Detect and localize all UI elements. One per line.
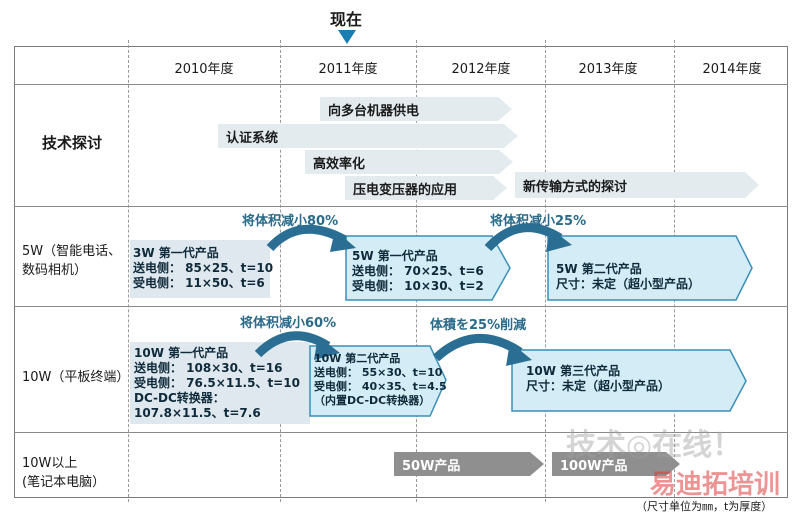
box-10w-gen2-note: （内置DC-DC转换器） bbox=[314, 394, 431, 407]
now-label: 现在 bbox=[329, 10, 362, 29]
row-label-10w-plus-line2: (笔记本电脑） bbox=[22, 475, 106, 490]
box-10w-gen3-text: 10W 第三代产品 尺寸：未定（超小型产品） bbox=[526, 364, 670, 394]
box-10w-gen3-title: 10W 第三代产品 bbox=[526, 364, 621, 378]
box-5w-gen1-rx: 受电侧： 11×50、t=6 bbox=[133, 276, 265, 290]
row-divider bbox=[14, 206, 788, 207]
box-10w-gen2-rx: 受电侧： 40×35、t=4.5 bbox=[314, 380, 447, 393]
box-10w-gen1 bbox=[130, 342, 310, 424]
box-10w-gen3 bbox=[511, 349, 747, 412]
arrow-50w-product: 50W产品 bbox=[394, 452, 544, 476]
box-5w-gen1b-text: 5W 第一代产品 送电侧： 70×25、t=6 受电侧： 10×30、t=2 bbox=[352, 249, 484, 294]
arrow-100w-product: 100W产品 bbox=[552, 452, 680, 476]
row-label-10w-plus-line1: 10W以上 bbox=[22, 456, 78, 471]
curve-arrowhead-5w-2 bbox=[546, 228, 572, 252]
box-10w-gen3-size: 尺寸：未定（超小型产品） bbox=[526, 379, 671, 393]
column-divider bbox=[128, 40, 129, 502]
row-label-10w-plus: 10W以上 (笔记本电脑） bbox=[22, 454, 105, 492]
box-10w-gen1-title: 10W 第一代产品 bbox=[134, 346, 229, 360]
reduce-5w-80: 将体积减小80% bbox=[242, 214, 339, 229]
box-10w-gen1-text: 10W 第一代产品 送电侧： 108×30、t=16 受电侧： 76.5×11.… bbox=[134, 346, 300, 421]
box-10w-gen2 bbox=[309, 345, 447, 417]
reduce-10w-25: 体積を25%削減 bbox=[430, 318, 527, 333]
row-label-5w-line1: 5W（智能电话、 bbox=[22, 244, 122, 259]
box-10w-gen1-dc: DC-DC转换器： bbox=[134, 391, 225, 405]
box-10w-gen2-title: 10W 第二代产品 bbox=[314, 352, 401, 365]
box-5w-gen1-text: 3W 第一代产品 送电侧： 85×25、t=10 受电侧： 11×50、t=6 bbox=[133, 246, 273, 291]
reduce-5w-25: 将体积减小25% bbox=[490, 214, 587, 229]
curve-arrowhead-10w-1 bbox=[314, 336, 340, 360]
box-10w-gen2-tx: 送电侧： 55×30、t=10 bbox=[314, 366, 443, 379]
box-5w-gen1b-tx: 送电侧： 70×25、t=6 bbox=[352, 264, 484, 278]
box-5w-gen1 bbox=[130, 240, 270, 298]
curve-arrow-10w-2 bbox=[432, 334, 523, 362]
arrow-certification: 认证系统 bbox=[218, 124, 518, 148]
arrow-piezo: 压电变压器的应用 bbox=[345, 176, 507, 200]
curve-arrowhead-10w-2 bbox=[506, 342, 532, 366]
box-5w-gen1-tx: 送电侧： 85×25、t=10 bbox=[133, 261, 274, 275]
box-5w-gen2-text: 5W 第二代产品 尺寸：未定（超小型产品） bbox=[556, 262, 700, 292]
year-header: 2012年度 bbox=[451, 62, 511, 77]
year-header: 2011年度 bbox=[318, 62, 378, 77]
row-divider bbox=[14, 84, 788, 85]
arrow-multi-device: 向多台机器供电 bbox=[320, 97, 512, 121]
watermark-text-1: 技术◎在线！ bbox=[566, 428, 743, 463]
box-10w-gen1-dc-size: 107.8×11.5、t=7.6 bbox=[134, 406, 261, 420]
year-header: 2010年度 bbox=[174, 62, 234, 77]
box-5w-gen2-title: 5W 第二代产品 bbox=[556, 262, 642, 276]
box-5w-gen1b-rx: 受电侧： 10×30、t=2 bbox=[352, 279, 484, 293]
row-label-tech: 技术探讨 bbox=[42, 134, 103, 152]
row-divider bbox=[14, 306, 788, 307]
table-frame bbox=[14, 46, 788, 498]
row-label-5w: 5W（智能电话、 数码相机） bbox=[22, 242, 121, 280]
row-label-5w-line2: 数码相机） bbox=[22, 263, 88, 278]
box-10w-gen1-rx: 受电侧： 76.5×11.5、t=10 bbox=[134, 376, 300, 390]
row-divider bbox=[14, 432, 788, 433]
column-divider bbox=[280, 40, 281, 502]
footnote: （尺寸单位为㎜，t为厚度） bbox=[636, 500, 773, 513]
reduce-10w-60: 将体积减小60% bbox=[240, 316, 337, 331]
year-header: 2013年度 bbox=[578, 62, 638, 77]
box-5w-gen1b bbox=[345, 235, 511, 301]
row-label-10w: 10W（平板终端） bbox=[22, 370, 130, 385]
watermark-text-2: 易迪拓培训 bbox=[650, 470, 781, 500]
box-10w-gen1-tx: 送电侧： 108×30、t=16 bbox=[134, 361, 283, 375]
box-5w-gen2-size: 尺寸：未定（超小型产品） bbox=[556, 277, 701, 291]
curve-arrowhead-5w-1 bbox=[330, 230, 356, 252]
box-5w-gen1-title: 3W 第一代产品 bbox=[133, 246, 219, 260]
now-marker-icon bbox=[338, 30, 356, 44]
box-10w-gen2-text: 10W 第二代产品 送电侧： 55×30、t=10 受电侧： 40×35、t=4… bbox=[314, 352, 447, 408]
arrow-efficiency: 高效率化 bbox=[305, 150, 513, 174]
arrow-new-method: 新传输方式的探讨 bbox=[515, 172, 759, 198]
column-divider bbox=[545, 40, 546, 502]
year-header: 2014年度 bbox=[702, 62, 762, 77]
box-5w-gen1b-title: 5W 第一代产品 bbox=[352, 249, 438, 263]
box-5w-gen2 bbox=[547, 235, 753, 301]
